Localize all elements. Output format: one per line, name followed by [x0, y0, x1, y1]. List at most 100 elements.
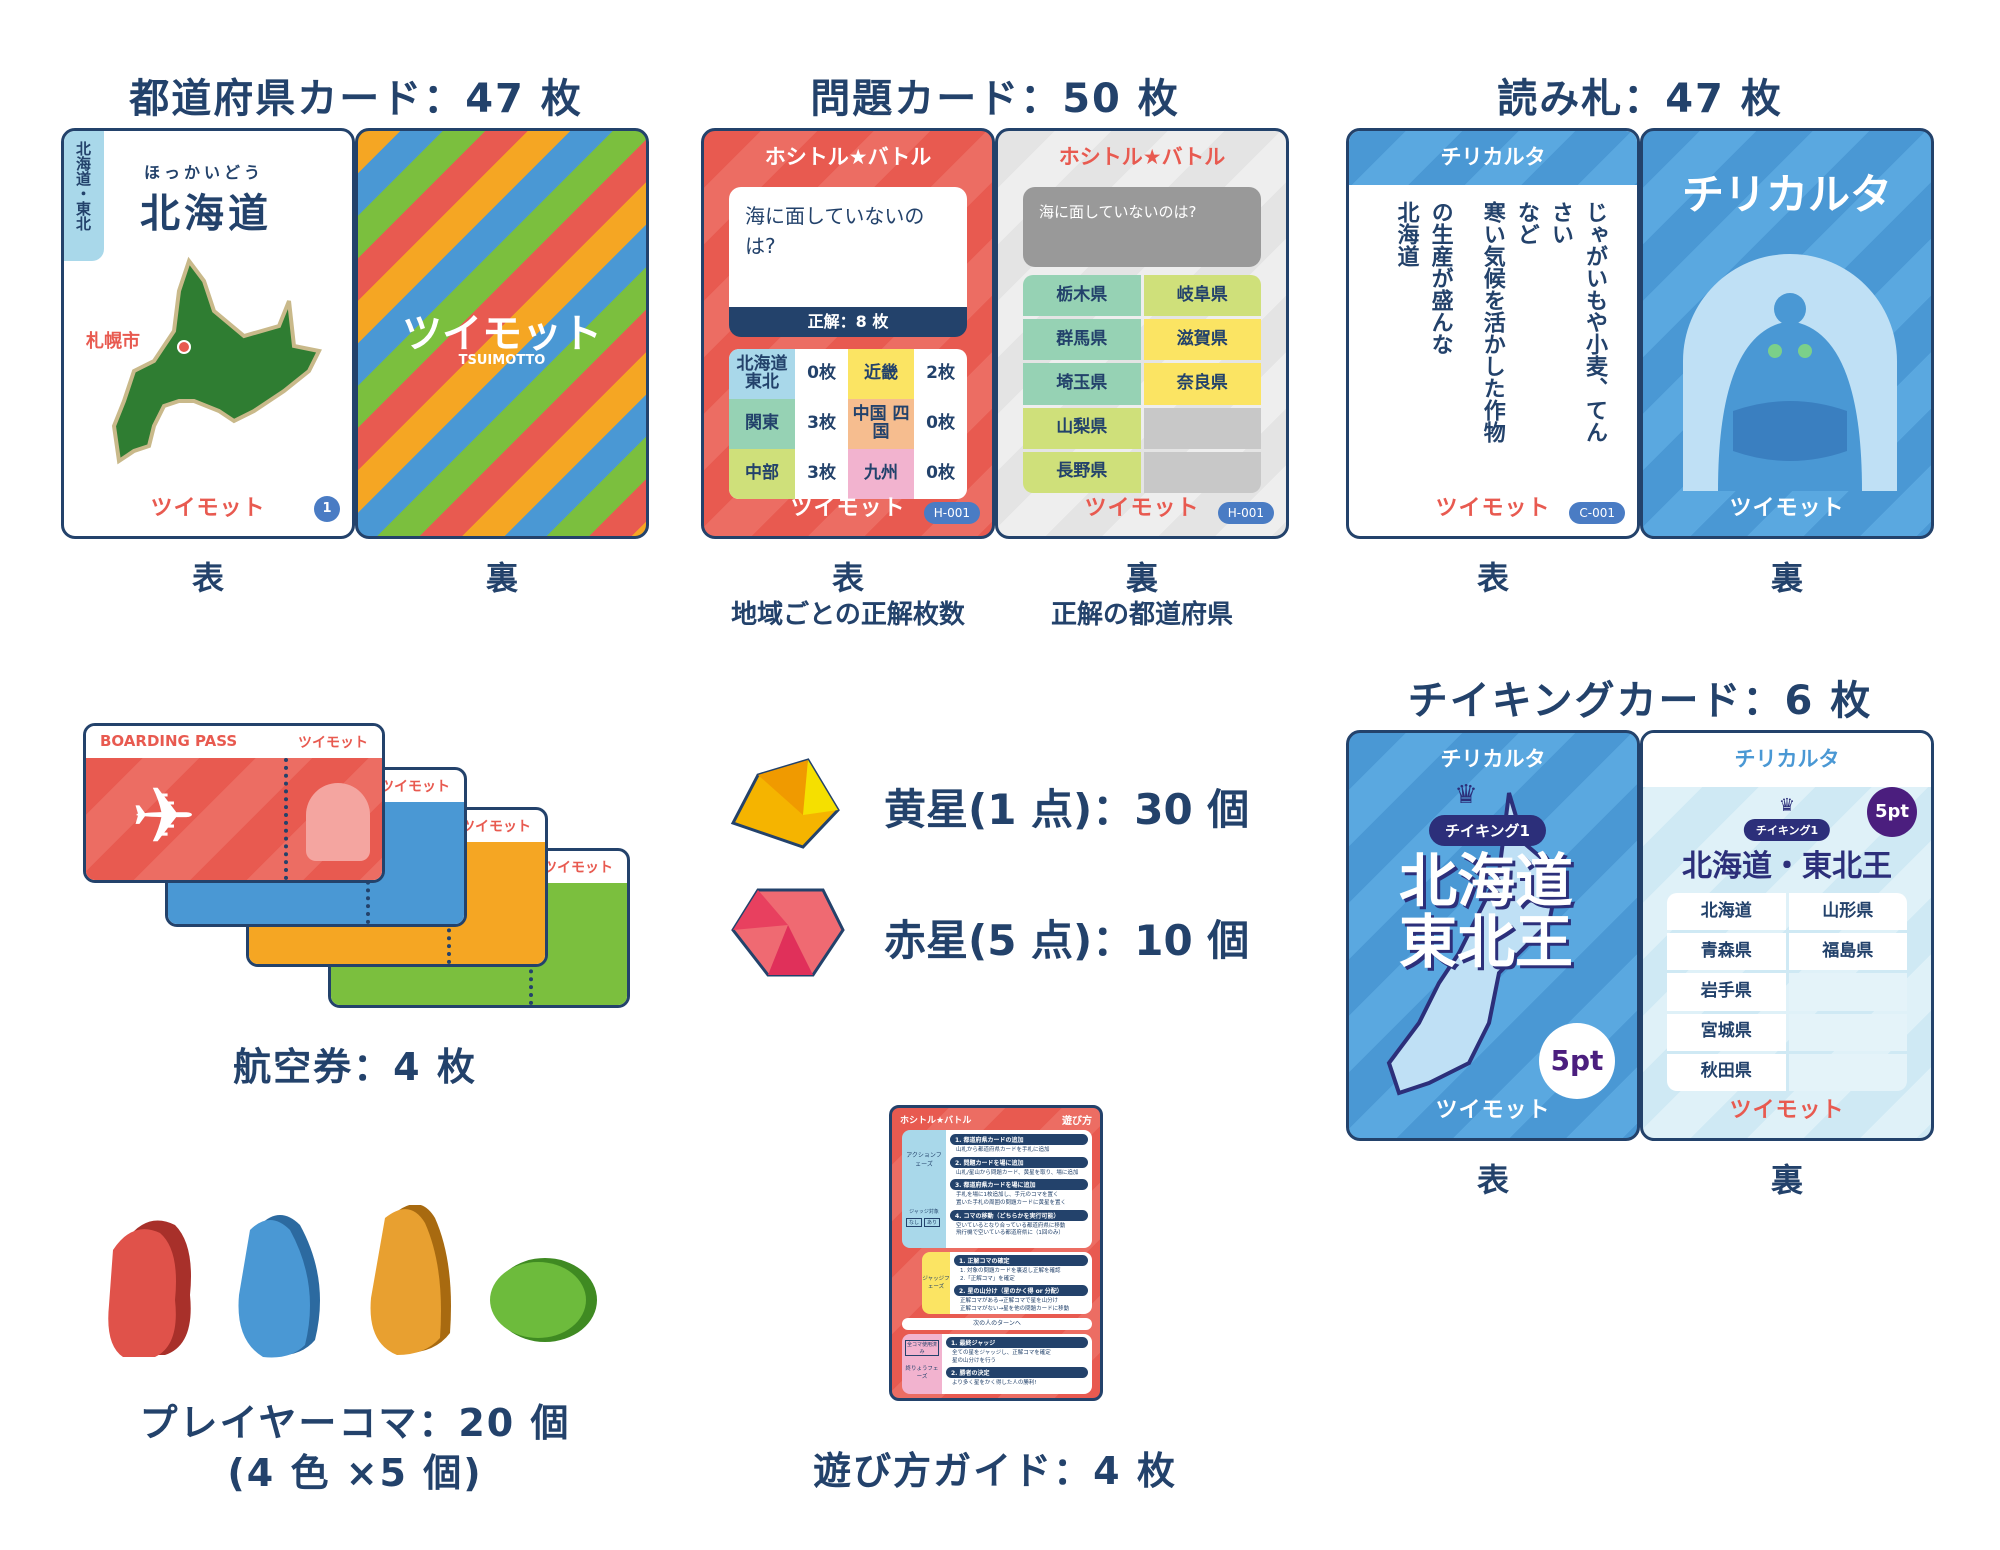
yellow-star-gem-icon: [730, 758, 840, 849]
answer-prefecture-grid: 栃木県 岐阜県 群馬県 滋賀県 埼玉県 奈良県 山梨県 長野県: [1023, 275, 1261, 493]
step-item: 1. 対象の問題カードを裏返し正解を確認: [960, 1268, 1061, 1274]
all-used-label: 全コマ使用済み: [905, 1340, 939, 1356]
region-count: 0枚: [926, 463, 955, 484]
front-label: 表: [831, 559, 865, 597]
prefecture-cell: 埼玉県: [1023, 363, 1141, 405]
hoshitoru-battle-logo: ホシトル★バトル: [1058, 145, 1226, 169]
step-heading: 2. 問題カードを場に追加: [950, 1156, 1088, 1168]
crown-icon: ♛: [1454, 780, 1478, 810]
prefecture-name: 北海道: [140, 191, 272, 237]
tsuimotto-logo: ツイモット: [1729, 496, 1845, 521]
empty-cell: [1788, 1013, 1907, 1051]
hoshitoru-battle-logo: ホシトル★バトル: [764, 145, 932, 169]
step-heading: 1. 最終ジャッジ: [946, 1337, 1088, 1348]
orange-piece-icon: [370, 1205, 451, 1355]
chiking-pill: チイキング1: [1743, 819, 1831, 841]
tsuimotto-logo: ツイモット: [298, 735, 368, 751]
step-item: 2.「正解コマ」を確定: [960, 1275, 1015, 1282]
title-line: 北海道: [1399, 847, 1574, 915]
points-badge: 5pt: [1539, 1023, 1615, 1099]
boarding-passes-title: 航空券：4 枚: [233, 1045, 477, 1089]
step-item: 星の山分けを行う: [952, 1357, 997, 1364]
step-heading: 2. 星の山分け（星のかく得 or 分配）: [954, 1285, 1088, 1297]
chiking-card-front: チリカルタ ♛ チイキング1 北海道 東北王 5pt ツイモット: [1346, 730, 1640, 1141]
back-label: 裏: [485, 559, 519, 597]
prefecture-cell: 秋田県: [1667, 1053, 1786, 1091]
empty-cell: [1788, 1053, 1907, 1091]
prefecture-cell: 山梨県: [1023, 407, 1141, 449]
back-label: 裏: [1770, 559, 1804, 597]
red-star-gem-icon: [731, 888, 845, 977]
red-star-label: 赤星(5 点)：10 個: [884, 916, 1250, 965]
tsuimotto-logo: ツイモット: [461, 819, 531, 835]
question-text: 海に面していないのは?: [729, 187, 967, 307]
chiking-pill: チイキング1: [1429, 815, 1546, 846]
answer-count-bar: 正解：8 枚: [729, 307, 967, 337]
step-item: 空いているとなり合っている都道府県に移動: [956, 1222, 1066, 1229]
region-count: 3枚: [807, 463, 836, 484]
reading-card-front: チリカルタ じゃがいもや小麦、てんさい など 寒い気候を活かした作物 の生産が盛…: [1346, 128, 1640, 539]
reading-line: じゃがいもや小麦、てんさい: [1547, 201, 1607, 443]
step-item: 手札を場に1枚追加し、手元のコマを置く: [956, 1192, 1059, 1199]
card-number-badge: 1: [314, 496, 340, 522]
chirikaruta-title: チリカルタ: [1681, 170, 1892, 219]
judge-phase-section: ジャッジフェーズ 1. 正解コマの確定 1. 対象の問題カードを裏返し正解を確認…: [922, 1252, 1092, 1314]
judge-target-label: ジャッジ対象: [909, 1209, 939, 1215]
tsuimotto-logo: ツイモット: [1435, 496, 1551, 521]
region-tab: 北海道・東北: [64, 131, 104, 261]
step-heading: 4. コマの移動（どちらかを実行可能）: [950, 1209, 1088, 1221]
step-heading: 2. 勝者の決定: [946, 1367, 1088, 1379]
hokkaido-map-icon: [111, 256, 322, 465]
yellow-star-label: 黄星(1 点)：30 個: [884, 785, 1250, 834]
crown-icon: ♛: [1778, 795, 1796, 816]
empty-cell: [1788, 973, 1907, 1011]
boarding-pass-red: BOARDING PASS ツイモット ✈: [83, 723, 385, 883]
prefecture-card-back: ツイモット TSUIMOTTO: [355, 128, 649, 539]
empty-cell: [1143, 451, 1261, 493]
prefecture-cell: 奈良県: [1143, 363, 1261, 405]
player-pieces: [108, 1205, 597, 1358]
prefecture-cell: 群馬県: [1023, 319, 1141, 361]
prefecture-card-front: 北海道・東北 ほっかいどう 北海道 札幌市 ツイモット 1: [61, 128, 355, 539]
reading-card-back: チリカルタ ツイモット: [1640, 128, 1934, 539]
step-heading: 1. 正解コマの確定: [954, 1255, 1088, 1266]
prefecture-grid: 北海道 山形県 青森県 福島県 岩手県 宮城県 秋田県: [1667, 893, 1907, 1091]
front-caption: 地域ごとの正解枚数: [731, 600, 965, 630]
red-piece-icon: [108, 1220, 191, 1357]
front-label: 表: [1476, 1161, 1510, 1199]
character-icon: [1683, 254, 1897, 491]
question-text: 海に面していないのは?: [1023, 187, 1261, 267]
phase-label: アクションフェーズ: [906, 1152, 942, 1168]
action-steps: 1. 都道府県カードの追加 山札から都道府県カードを手札に追加 2. 問題カード…: [950, 1132, 1088, 1238]
exists-label: あり: [924, 1218, 941, 1227]
chirikaruta-logo: チリカルタ: [1440, 145, 1546, 169]
guide-heading: 遊び方: [1062, 1116, 1092, 1127]
chiking-card-back: チリカルタ 5pt ♛ チイキング1 北海道・東北王 北海道 山形県 青森県 福…: [1640, 730, 1934, 1141]
tsuimotto-logo: ツイモット: [402, 311, 602, 357]
question-card-back: ホシトル★バトル 海に面していないのは? 栃木県 岐阜県 群馬県 滋賀県 埼玉県…: [995, 128, 1289, 539]
prefecture-cell: 福島県: [1788, 933, 1907, 971]
reading-line: の生産が盛んな: [1427, 201, 1453, 355]
chiking-cards-title: チイキングカード：6 枚: [1407, 678, 1873, 724]
card-code-badge: C-001: [1569, 502, 1625, 524]
region-count: 0枚: [807, 363, 836, 384]
phase-label: ジャッジフェーズ: [922, 1276, 950, 1290]
step-item: 山札から都道府県カードを手札に追加: [956, 1147, 1050, 1153]
none-label: なし: [906, 1218, 923, 1227]
prefecture-cell: 岐阜県: [1143, 275, 1261, 317]
tsuimotto-logo: ツイモット: [1729, 1098, 1845, 1123]
judge-steps: 1. 正解コマの確定 1. 対象の問題カードを裏返し正解を確認 2.「正解コマ」…: [954, 1253, 1088, 1314]
front-label: 表: [1476, 559, 1510, 597]
empty-cell: [1143, 407, 1261, 449]
guide-title: 遊び方ガイド：4 枚: [813, 1449, 1177, 1493]
step-item: 飛行機で空いている都道府県に（1回のみ）: [956, 1230, 1064, 1237]
front-label: 表: [191, 559, 225, 597]
blue-piece-icon: [238, 1215, 320, 1358]
chirikaruta-logo: チリカルタ: [1734, 747, 1840, 771]
step-item: 全ての星をジャッジし、正解コマを確定: [952, 1350, 1051, 1356]
tsuimotto-romaji: TSUIMOTTO: [458, 353, 546, 368]
region-count: 2枚: [926, 363, 955, 384]
tsuimotto-logo: ツイモット: [150, 496, 266, 521]
reading-line: など: [1513, 201, 1539, 245]
step-item: 正解コマがある→正解コマで星を山分け: [960, 1298, 1059, 1305]
